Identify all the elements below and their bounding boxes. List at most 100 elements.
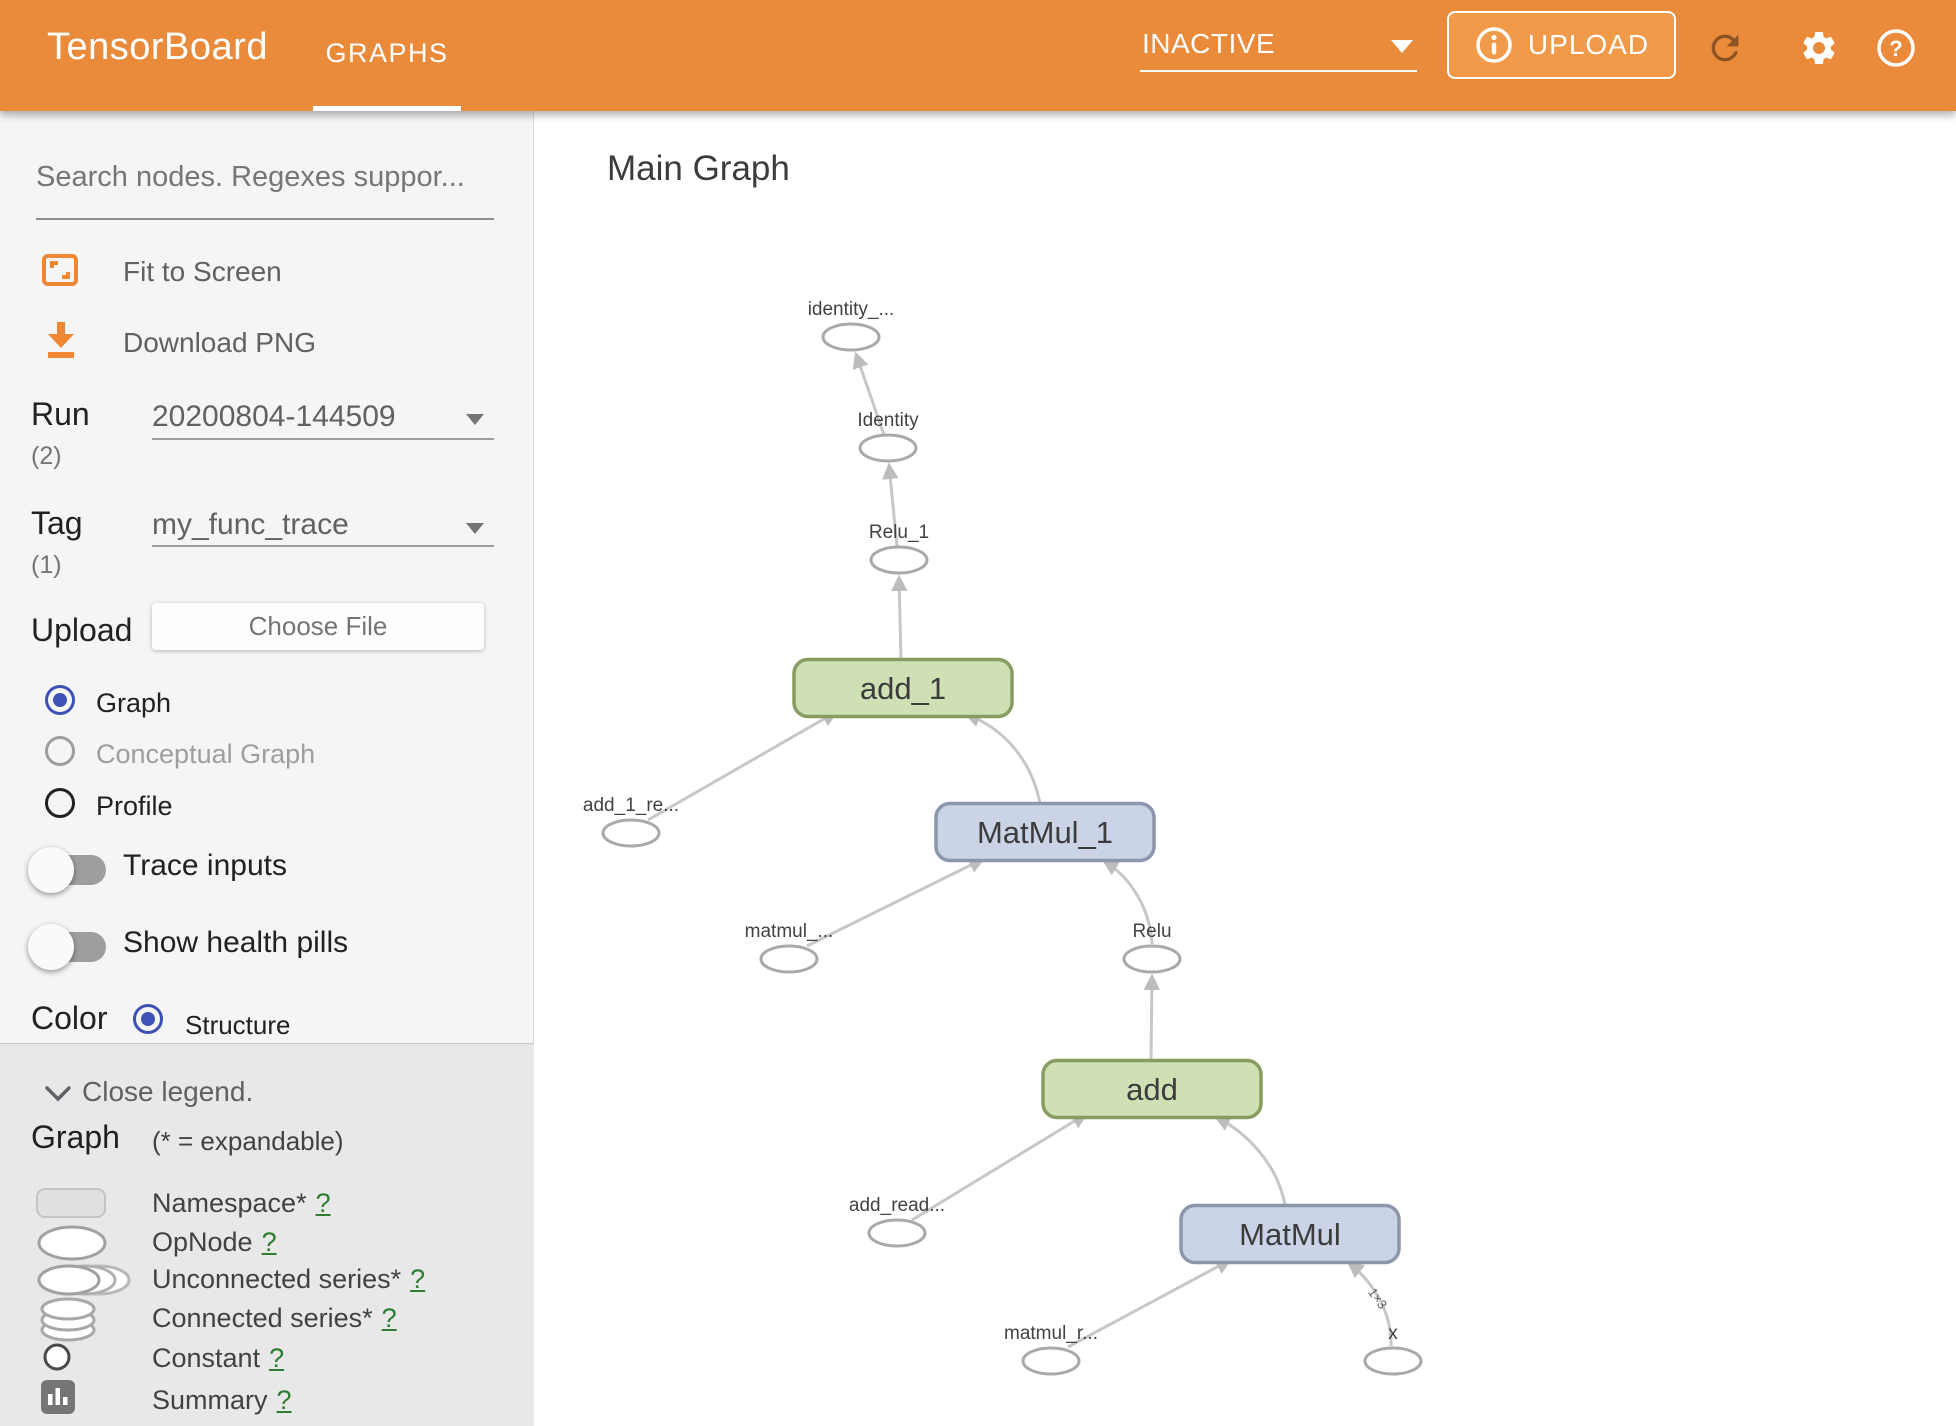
unconnected-series-icon [37,1264,131,1296]
show-health-pills-toggle[interactable] [28,924,106,970]
summary-help-link[interactable]: ? [276,1385,292,1415]
search-underline [36,218,494,220]
unconnected-series-help-link[interactable]: ? [410,1264,426,1294]
edge-MatMul_1-to-add_1 [963,711,1042,804]
run-count: (2) [31,442,62,470]
tag-select-value[interactable]: my_func_trace [152,508,349,541]
graph-node-MatMul[interactable] [1179,1203,1401,1265]
toggle-knob [28,847,74,893]
tag-select-underline [152,545,494,547]
main-graph-title: Main Graph [607,149,790,188]
graph-node-identity_out[interactable] [821,322,881,352]
radio-graph-label[interactable]: Graph [96,688,172,718]
download-icon [48,322,74,358]
status-dropdown-value: INACTIVE [1142,28,1276,59]
graph-node-matmul_[interactable] [759,944,819,974]
graph-node-label: add_read... [849,1195,945,1216]
opnode-help-link[interactable]: ? [261,1227,277,1257]
graph-node-add[interactable] [1041,1058,1263,1120]
tab-graphs[interactable]: GRAPHS [325,37,449,68]
status-dropdown[interactable]: INACTIVE [1140,22,1417,72]
help-icon[interactable]: ? [1876,28,1916,68]
sidebar: Search nodes. Regexes suppor... Fit to S… [0,111,534,1426]
graph-node-add_1[interactable] [792,657,1014,719]
namespace-help-link[interactable]: ? [315,1188,331,1218]
download-png-button[interactable]: Download PNG [123,327,316,358]
constant-help-link[interactable]: ? [269,1343,285,1373]
graph-node-Relu_1[interactable] [869,545,929,575]
namespace-icon [36,1188,106,1218]
radio-conceptual-graph-label[interactable]: Conceptual Graph [96,739,316,769]
chevron-down-icon[interactable] [45,1086,71,1102]
run-select-underline [152,438,494,440]
choose-file-button[interactable]: Choose File [152,603,484,650]
edge-Relu_1-to-Identity [882,462,899,547]
trace-inputs-toggle[interactable] [28,847,106,893]
toggle-knob [28,924,74,970]
radio-color-structure[interactable] [133,1004,163,1034]
upload-button-label: UPLOAD [1527,29,1650,60]
run-select-value[interactable]: 20200804-144509 [152,400,396,433]
chevron-down-icon[interactable] [466,414,484,425]
show-health-pills-label: Show health pills [123,926,349,959]
legend-item-constant: Constant? [152,1343,285,1373]
tag-count: (1) [31,551,62,579]
graph-node-label: matmul_... [745,921,834,942]
chevron-down-icon [1391,40,1413,53]
legend-item-summary: Summary? [152,1385,292,1415]
search-input[interactable]: Search nodes. Regexes suppor... [36,161,465,193]
legend-panel: Close legend. Graph (* = expandable) Nam… [0,1043,534,1426]
info-icon [1476,27,1512,63]
graph-node-label: add_1 [860,671,946,706]
fit-to-screen-button[interactable]: Fit to Screen [123,256,282,287]
graph-node-Identity[interactable] [858,433,918,463]
trace-inputs-label: Trace inputs [123,849,287,882]
app-logo: TensorBoard [47,26,268,68]
edge-matmul_-to-MatMul_1 [806,857,986,948]
refresh-icon[interactable] [1705,28,1745,68]
graph-node-label: add_1_re... [583,795,679,816]
close-legend-button[interactable]: Close legend. [82,1076,254,1107]
radio-graph[interactable] [45,685,75,715]
legend-expandable-note: (* = expandable) [152,1126,344,1156]
tab-active-underline [313,106,461,111]
edge-Relu-to-MatMul_1 [1101,859,1154,945]
graph-node-Relu[interactable] [1122,944,1182,974]
graph-node-label: Relu [1132,921,1171,942]
edge-matmul_r-to-MatMul [1067,1258,1233,1349]
summary-icon [41,1380,75,1414]
graph-node-MatMul_1[interactable] [934,801,1156,863]
graph-node-add_1_re[interactable] [601,818,661,848]
tag-label: Tag [31,505,83,541]
legend-item-opnode: OpNode? [152,1227,277,1257]
edge-x-to-MatMul [1347,1261,1393,1347]
graph-node-label: add [1126,1072,1178,1107]
opnode-icon [37,1225,107,1261]
radio-profile-label[interactable]: Profile [96,791,173,821]
radio-profile[interactable] [45,788,75,818]
edge-add_1_re-to-add_1 [647,710,839,822]
gear-icon[interactable] [1799,28,1839,68]
graph-node-matmul_r[interactable] [1021,1346,1081,1376]
graph-node-label: Identity [857,410,919,431]
edge-MatMul-to-add [1213,1115,1287,1206]
graph-node-label: identity_... [808,299,895,320]
legend-heading: Graph [31,1119,120,1155]
graph-node-label: Relu_1 [869,522,929,543]
radio-conceptual-graph[interactable] [45,736,75,766]
legend-item-connected-series: Connected series*? [152,1303,397,1333]
constant-icon [43,1343,71,1371]
graph-node-x[interactable] [1363,1346,1423,1376]
upload-button[interactable]: UPLOAD [1447,11,1676,79]
run-label: Run [31,396,90,432]
edge-add_1-to-Relu_1 [891,574,908,660]
edge-Identity-to-identity_out [852,351,886,436]
fit-to-screen-icon [42,254,78,286]
connected-series-help-link[interactable]: ? [381,1303,397,1333]
chevron-down-icon[interactable] [466,523,484,534]
graph-node-add_read[interactable] [867,1218,927,1248]
header-bar: TensorBoard GRAPHS INACTIVE UPLOAD ? [0,0,1956,111]
graph-node-label: MatMul [1239,1217,1341,1252]
